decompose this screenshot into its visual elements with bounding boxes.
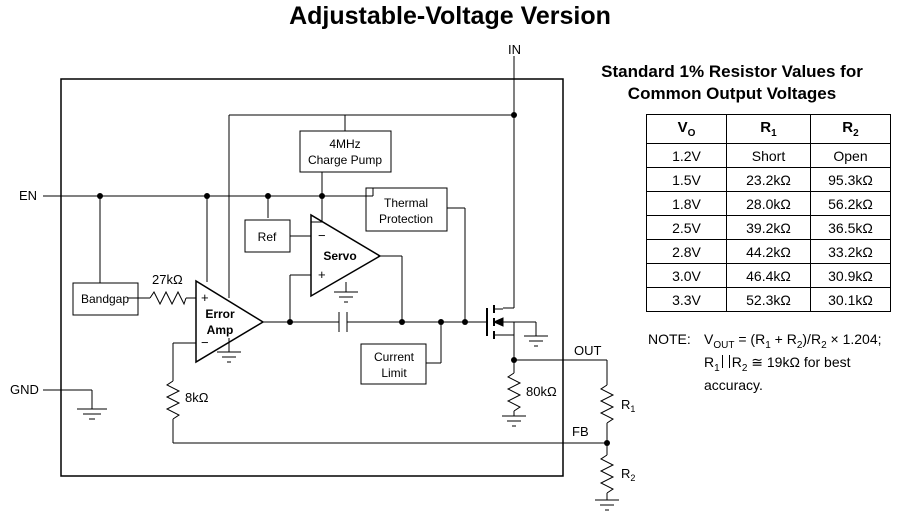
error-amp-minus-sign: − xyxy=(201,335,209,350)
r1-label: R1 xyxy=(621,397,635,414)
pin-out-label: OUT xyxy=(574,343,602,358)
charge-pump-label-1: 4MHz xyxy=(329,137,360,151)
servo-label: Servo xyxy=(323,249,356,263)
table-title: Standard 1% Resistor Values for Common O… xyxy=(601,62,863,103)
r-8k-label: 8kΩ xyxy=(185,390,209,405)
r-27k-label: 27kΩ xyxy=(152,272,183,287)
header-vo: VO xyxy=(646,114,727,144)
current-limit-label-2: Limit xyxy=(381,366,407,380)
error-amp-label-1: Error xyxy=(205,307,235,321)
servo-plus-sign: + xyxy=(318,267,326,282)
pin-en-label: EN xyxy=(19,188,37,203)
note-label: NOTE: xyxy=(648,331,691,347)
thermal-label-1: Thermal xyxy=(384,196,428,210)
pin-gnd-label: GND xyxy=(10,382,39,397)
error-amp-label-2: Amp xyxy=(207,323,234,337)
table-header-row: VO R1 R2 xyxy=(646,114,891,144)
current-limit-block xyxy=(360,343,427,385)
bandgap-block xyxy=(72,282,139,316)
ref-block xyxy=(244,219,291,253)
r-80k-label: 80kΩ xyxy=(526,384,557,399)
note-formula: VOUT = (R1 + R2)/R2 × 1.204; xyxy=(704,331,882,351)
note-accuracy: accuracy. xyxy=(704,376,763,393)
thermal-label-2: Protection xyxy=(379,212,433,226)
charge-pump-block xyxy=(299,130,392,173)
thermal-protection-block xyxy=(365,187,448,232)
servo-amp xyxy=(310,213,382,298)
current-limit-label-1: Current xyxy=(374,350,415,364)
r2-label: R2 xyxy=(621,466,635,483)
error-amp-plus-sign: + xyxy=(201,290,209,305)
error-amp xyxy=(195,279,265,364)
page-title: Adjustable-Voltage Version xyxy=(289,2,611,30)
ic-outline xyxy=(60,78,564,477)
servo-minus-sign: − xyxy=(318,228,326,243)
pin-in-label: IN xyxy=(508,42,521,57)
pin-fb-label: FB xyxy=(572,424,589,439)
ref-label: Ref xyxy=(258,230,277,244)
bandgap-label: Bandgap xyxy=(81,292,129,306)
header-r2: R2 xyxy=(810,114,891,144)
charge-pump-label-2: Charge Pump xyxy=(308,153,382,167)
header-r1: R1 xyxy=(726,114,811,144)
